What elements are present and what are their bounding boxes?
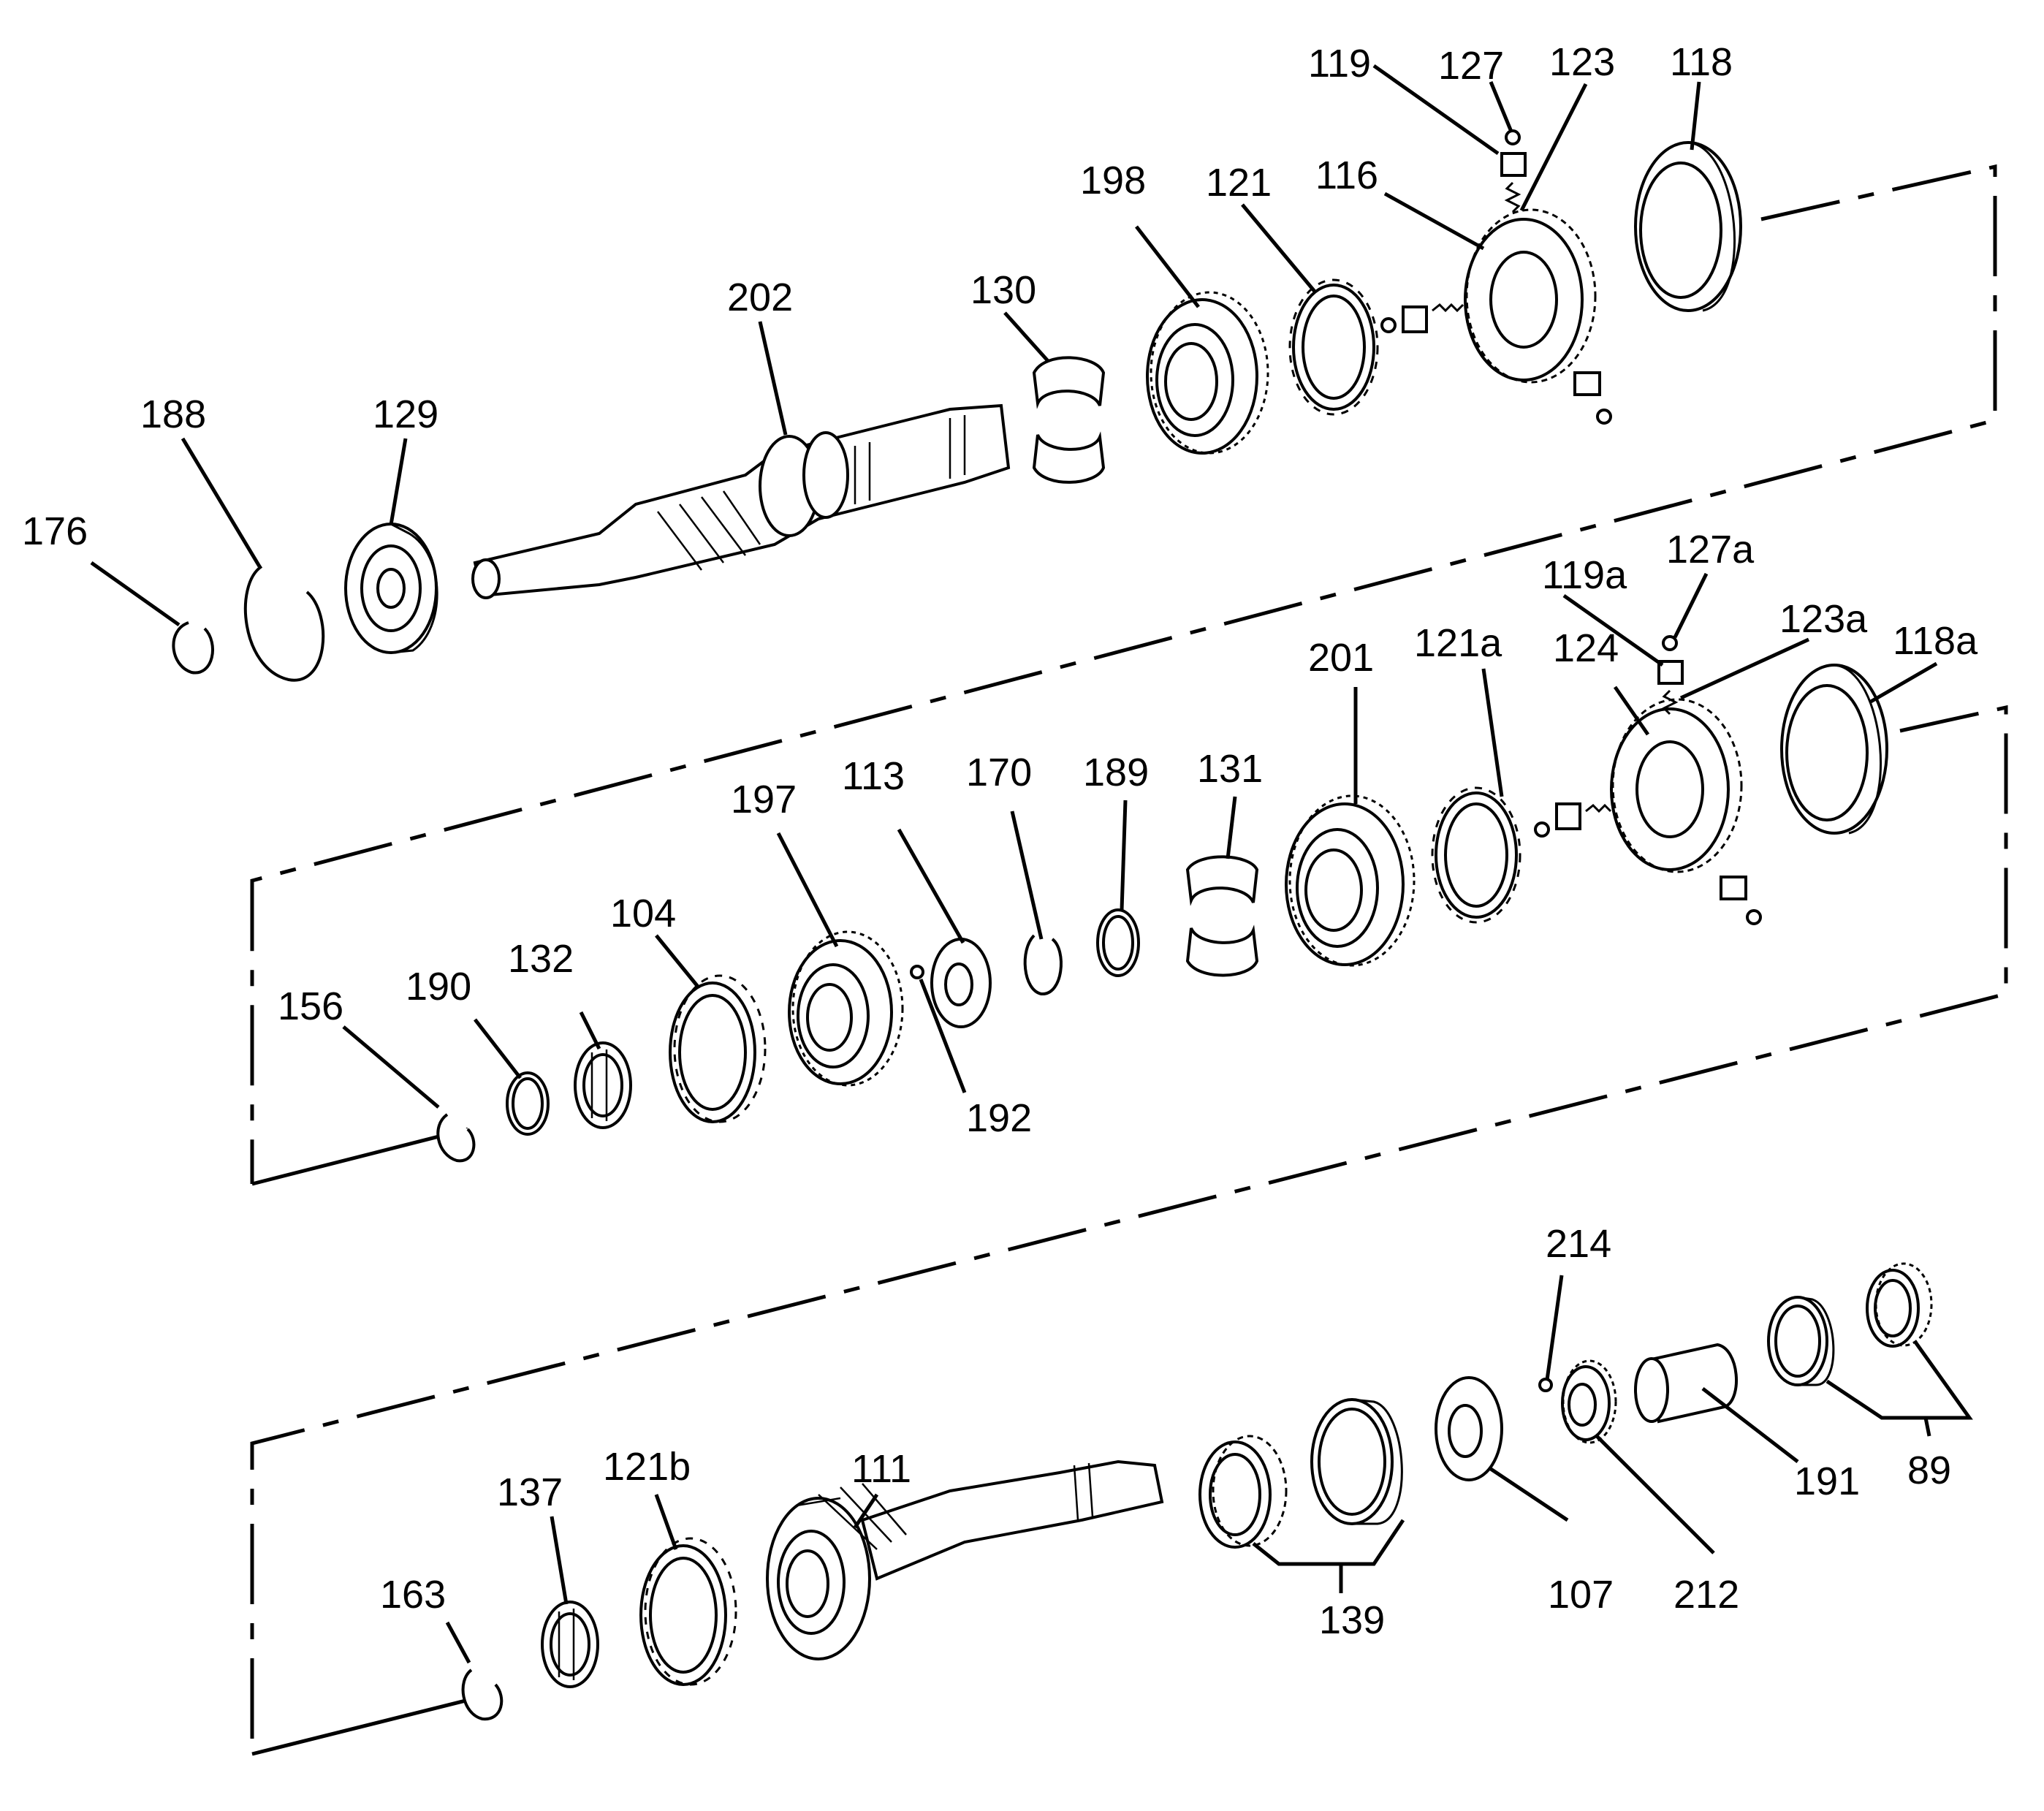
label-119: 119	[1308, 42, 1371, 86]
part-198-gear	[1146, 291, 1269, 455]
part-118-sleeve	[1634, 141, 1742, 312]
part-189-ring	[1096, 908, 1140, 977]
part-labels: 119 127 123 118 116 198 121 130 202 188 …	[22, 40, 1978, 1642]
part-197-gear	[788, 930, 904, 1087]
label-111: 111	[851, 1447, 911, 1491]
label-123a: 123a	[1779, 597, 1868, 641]
part-130-needle-bearing-halves	[1032, 356, 1106, 484]
label-192: 192	[966, 1096, 1032, 1140]
label-124: 124	[1553, 626, 1619, 670]
label-119a: 119a	[1542, 553, 1627, 597]
part-124-synchronizer-hub	[1534, 660, 1762, 925]
label-123: 123	[1549, 40, 1615, 84]
part-163-snap-ring	[461, 1668, 504, 1721]
label-121a: 121a	[1414, 621, 1502, 665]
part-139-tapered-bearing	[1198, 1398, 1403, 1549]
label-170: 170	[966, 751, 1032, 794]
part-129-bearing	[344, 523, 438, 654]
part-212-gear	[1561, 1359, 1617, 1444]
part-131-needle-bearing-halves	[1185, 855, 1259, 977]
label-129: 129	[373, 392, 438, 436]
part-201-gear	[1285, 794, 1416, 967]
part-190-ring	[506, 1071, 550, 1136]
part-127-ball	[1505, 129, 1521, 145]
label-130: 130	[970, 268, 1036, 312]
part-121b-synchro-ring	[639, 1537, 737, 1686]
leader-lines	[90, 64, 1973, 1664]
label-127a: 127a	[1666, 528, 1755, 572]
label-118: 118	[1670, 40, 1733, 84]
label-214: 214	[1546, 1222, 1611, 1266]
label-104: 104	[610, 892, 676, 935]
label-163: 163	[380, 1573, 446, 1617]
label-113: 113	[842, 754, 905, 798]
part-113-thrust-washer	[930, 938, 992, 1028]
part-170-snap-ring	[1023, 934, 1063, 996]
part-118a-sleeve	[1780, 664, 1888, 835]
part-89-tapered-bearing	[1767, 1262, 1933, 1386]
part-121-synchro-ring	[1288, 278, 1379, 416]
part-107-washer	[1435, 1376, 1503, 1481]
part-176-snap-ring	[172, 621, 214, 675]
section-boundaries	[250, 164, 2008, 1756]
part-137-needle-bearing	[541, 1601, 599, 1688]
label-127: 127	[1438, 44, 1504, 88]
label-139: 139	[1319, 1598, 1385, 1642]
part-156-snap-ring	[436, 1113, 476, 1163]
label-89: 89	[1907, 1449, 1951, 1492]
label-121b: 121b	[603, 1445, 691, 1489]
part-188-retaining-ring	[243, 565, 325, 682]
label-201: 201	[1308, 636, 1374, 680]
label-202: 202	[727, 276, 793, 319]
label-188: 188	[140, 392, 206, 436]
label-212: 212	[1673, 1573, 1739, 1617]
label-176: 176	[22, 509, 88, 553]
part-192-ball	[910, 965, 924, 979]
part-104-synchro-ring	[669, 974, 767, 1123]
label-137: 137	[497, 1470, 563, 1514]
label-190: 190	[406, 965, 471, 1009]
label-197: 197	[731, 778, 797, 821]
label-131: 131	[1197, 747, 1263, 791]
part-132-needle-bearing	[574, 1041, 632, 1129]
label-198: 198	[1080, 159, 1146, 202]
part-202-mainshaft	[471, 403, 1011, 599]
part-111-input-shaft	[766, 1459, 1164, 1660]
label-189: 189	[1083, 751, 1149, 794]
part-214-ball	[1538, 1378, 1553, 1392]
label-107: 107	[1548, 1573, 1614, 1617]
part-191-sleeve	[1634, 1343, 1738, 1424]
label-191: 191	[1794, 1459, 1860, 1503]
label-121: 121	[1206, 161, 1272, 205]
part-116-synchronizer-hub	[1380, 152, 1612, 425]
label-156: 156	[278, 984, 343, 1028]
label-116: 116	[1315, 153, 1378, 197]
label-132: 132	[508, 937, 574, 981]
part-127a-ball	[1662, 635, 1678, 651]
part-121a-synchro-ring	[1431, 786, 1521, 924]
label-118a: 118a	[1893, 619, 1978, 663]
